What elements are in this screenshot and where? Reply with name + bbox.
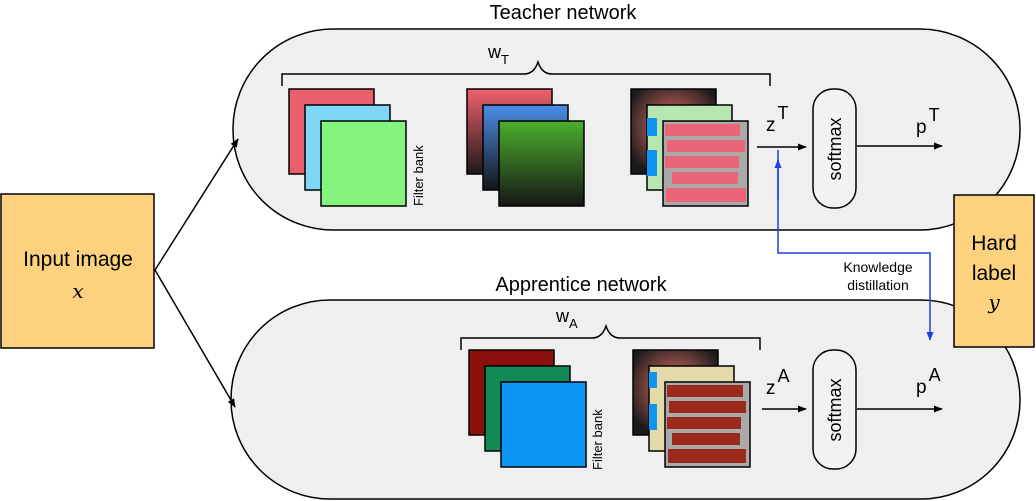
feature-map-band	[672, 433, 740, 445]
hard-label-line1: Hard	[971, 232, 1017, 255]
apprentice-title: Apprentice network	[495, 274, 667, 296]
hard-label-box	[953, 194, 1035, 348]
feature-map-band	[667, 140, 745, 152]
teacher-filter-bank-2	[466, 88, 585, 207]
hard-label-line2: label	[972, 262, 1016, 285]
distillation-label-line1: Knowledge	[843, 259, 912, 275]
input-image-box	[0, 193, 155, 349]
input-to-teacher-arrow	[154, 138, 239, 271]
apprentice-softmax-box	[812, 349, 857, 470]
apprentice-network: Apprentice network wA Filter bank zA sof…	[230, 274, 1021, 500]
feature-map-strip	[649, 372, 657, 388]
feature-map-strip	[647, 150, 657, 176]
hard-label-node: Hard label y	[953, 194, 1035, 348]
distillation-path	[777, 150, 934, 341]
apprentice-weights-brace	[460, 323, 761, 350]
teacher-feature-maps	[630, 88, 749, 207]
input-to-apprentice-arrow	[154, 269, 236, 408]
teacher-output-label: pT	[916, 105, 940, 138]
apprentice-filter-bank-label: Filter bank	[590, 409, 605, 470]
teacher-title: Teacher network	[490, 2, 638, 24]
input-image-symbol: x	[72, 279, 83, 303]
teacher-softmax-box	[812, 88, 857, 209]
teacher-logit-label: zT	[766, 103, 789, 136]
teacher-network: Teacher network wT Filter bank zT	[232, 2, 1021, 231]
apprentice-softmax-label: softmax	[825, 378, 845, 441]
feature-map-band	[669, 401, 746, 413]
teacher-filter-bank-label: Filter bank	[411, 145, 426, 206]
teacher-filter-bank-1: Filter bank	[288, 88, 426, 207]
feature-map-strip	[649, 404, 657, 430]
feature-map-band	[668, 449, 746, 463]
hard-label-symbol: y	[987, 290, 1000, 314]
apprentice-feature-maps	[632, 349, 751, 468]
apprentice-container	[230, 299, 1021, 500]
feature-map-band	[672, 172, 738, 184]
distillation-label-bg	[824, 258, 928, 298]
knowledge-distillation-link: Knowledge distillation	[774, 150, 934, 341]
feature-map-band	[667, 417, 741, 429]
distillation-label-line2: distillation	[847, 277, 908, 293]
filter-card-blue	[500, 381, 587, 468]
teacher-softmax-label: softmax	[825, 117, 845, 180]
apprentice-filter-bank: Filter bank	[468, 349, 605, 470]
feature-map-band	[665, 156, 739, 168]
feature-map-band	[665, 124, 740, 136]
apprentice-weights-label: wA	[555, 306, 578, 331]
input-image-node: Input image x	[0, 193, 155, 349]
apprentice-logit-label: zA	[766, 366, 790, 399]
feature-map-band	[666, 188, 746, 202]
feature-map-strip	[647, 118, 657, 136]
feature-card-green	[498, 120, 585, 207]
filter-card-green	[320, 120, 407, 207]
teacher-weights-brace	[281, 59, 771, 86]
input-image-label: Input image	[23, 248, 133, 271]
teacher-weights-label: wT	[487, 42, 509, 67]
feature-map-band	[667, 385, 743, 397]
apprentice-output-label: pA	[916, 365, 941, 398]
